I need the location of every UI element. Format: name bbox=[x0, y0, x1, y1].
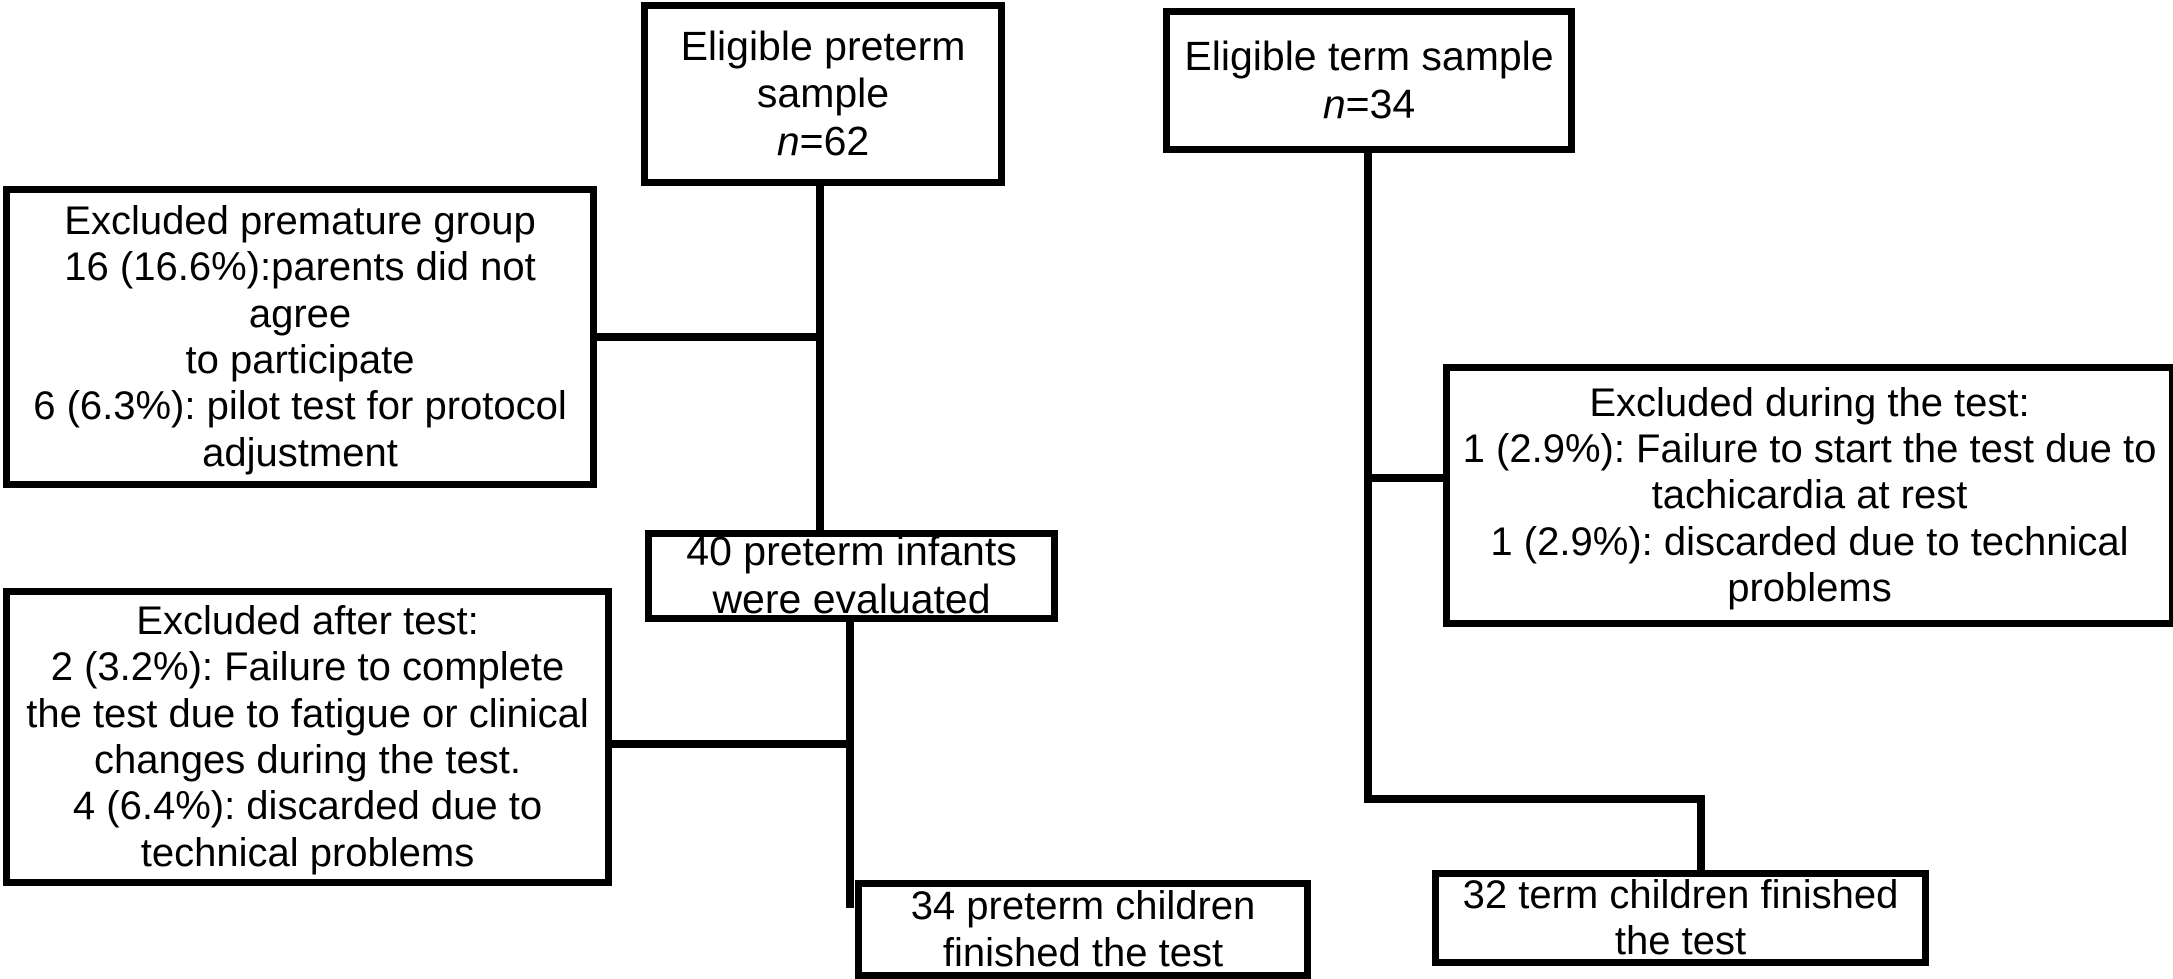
node-excluded-after-label: Excluded after test: 2 (3.2%): Failure t… bbox=[26, 598, 589, 875]
node-evaluated-preterm-infants: 40 preterm infants were evaluated bbox=[645, 528, 1058, 622]
node-evaluated-preterm-label: 40 preterm infants were evaluated bbox=[686, 528, 1017, 622]
n-symbol-term: n bbox=[1322, 80, 1346, 127]
node-excluded-premature-label: Excluded premature group 16 (16.6%):pare… bbox=[33, 198, 567, 475]
connector-preterm-main-vertical bbox=[816, 186, 824, 534]
node-excluded-during-test: Excluded during the test: 1 (2.9%): Fail… bbox=[1443, 364, 2173, 627]
connector-term-bottom-vertical bbox=[1697, 795, 1705, 877]
node-finished-term-children: 32 term children finished the test bbox=[1432, 870, 1929, 966]
node-finished-preterm-label: 34 preterm children finished the test bbox=[910, 884, 1256, 975]
connector-preterm-second-vertical bbox=[846, 618, 854, 908]
node-excluded-during-label: Excluded during the test: 1 (2.9%): Fail… bbox=[1462, 380, 2157, 611]
node-finished-term-label: 32 term children finished the test bbox=[1462, 872, 1899, 963]
node-excluded-after-test: Excluded after test: 2 (3.2%): Failure t… bbox=[3, 588, 612, 886]
node-finished-preterm-children: 34 preterm children finished the test bbox=[855, 880, 1311, 979]
node-excluded-premature-group: Excluded premature group 16 (16.6%):pare… bbox=[3, 186, 597, 488]
n-value-term: =34 bbox=[1345, 80, 1416, 127]
connector-term-bottom-horizontal bbox=[1364, 795, 1705, 803]
connector-preterm-to-excluded-premature bbox=[590, 333, 822, 341]
n-value-preterm: =62 bbox=[799, 117, 870, 164]
n-symbol-preterm: n bbox=[776, 117, 800, 164]
connector-term-to-excluded-during bbox=[1364, 474, 1450, 482]
connector-preterm-to-excluded-after bbox=[606, 740, 852, 748]
